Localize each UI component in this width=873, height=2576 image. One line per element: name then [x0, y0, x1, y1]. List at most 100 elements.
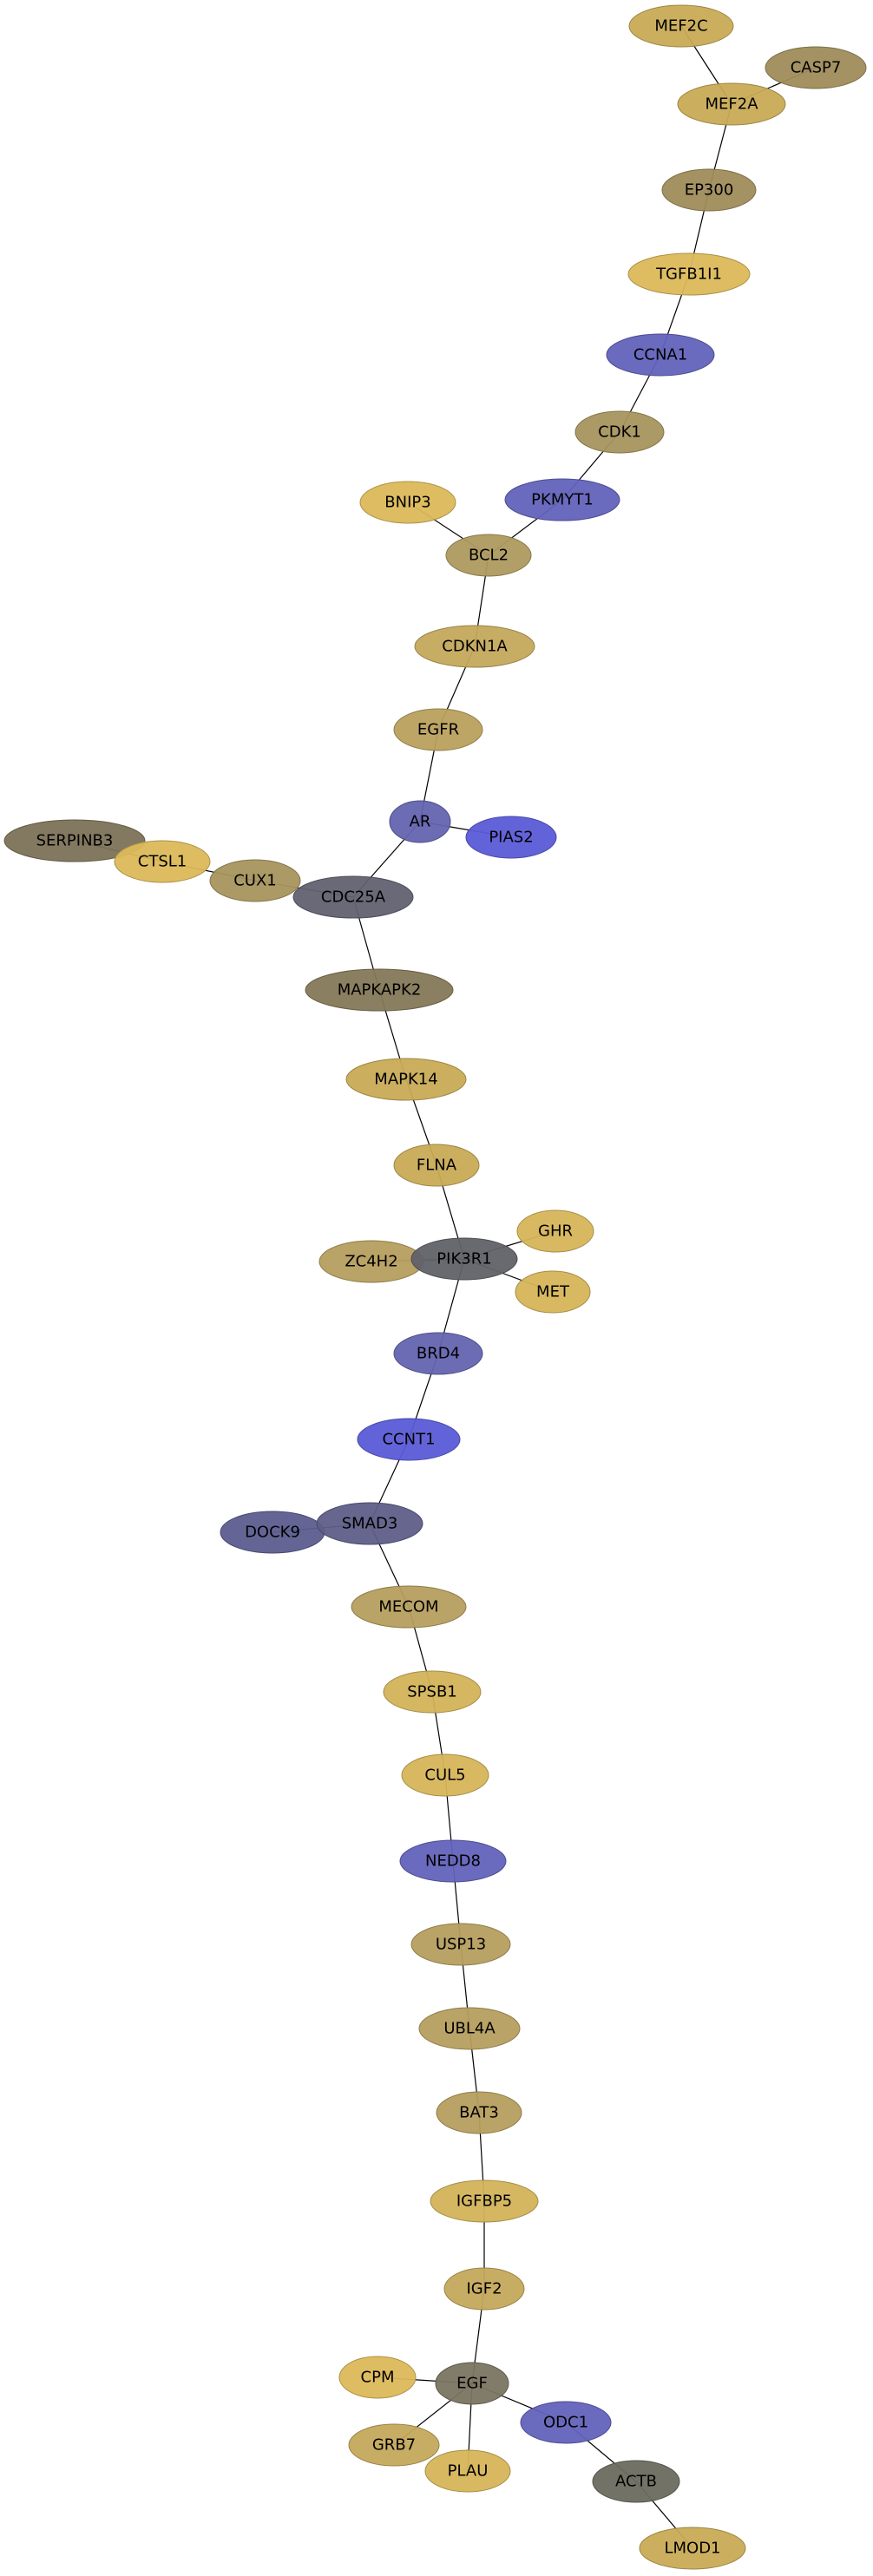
node-label-actb: ACTB [615, 2473, 657, 2491]
node-ccna1[interactable]: CCNA1 [606, 333, 715, 377]
node-shape-igfbp5 [430, 2179, 539, 2223]
node-shape-ctsl1 [114, 840, 211, 883]
node-label-usp13: USP13 [436, 1936, 486, 1954]
node-cul5[interactable]: CUL5 [401, 1753, 489, 1797]
node-dock9[interactable]: DOCK9 [220, 1511, 325, 1554]
node-shape-spsb1 [383, 1670, 482, 1714]
node-bat3[interactable]: BAT3 [436, 2091, 522, 2134]
node-casp7[interactable]: CASP7 [765, 46, 867, 89]
node-usp13[interactable]: USP13 [410, 1923, 511, 1966]
node-shape-met [515, 1270, 591, 1314]
node-shape-mef2c [628, 4, 734, 48]
node-shape-smad3 [316, 1502, 423, 1545]
node-shape-flna [393, 1144, 480, 1187]
node-label-pik3r1: PIK3R1 [436, 1250, 491, 1268]
node-shape-cpm [338, 2356, 417, 2399]
node-egf[interactable]: EGF [435, 2362, 509, 2405]
node-bcl2[interactable]: BCL2 [445, 534, 532, 577]
node-igfbp5[interactable]: IGFBP5 [430, 2179, 539, 2223]
node-label-cux1: CUX1 [233, 872, 277, 890]
node-label-pias2: PIAS2 [489, 829, 533, 847]
node-zc4h2[interactable]: ZC4H2 [318, 1240, 424, 1283]
node-serpinb3[interactable]: SERPINB3 [3, 819, 146, 862]
node-label-cdkn1a: CDKN1A [442, 638, 508, 656]
node-smad3[interactable]: SMAD3 [316, 1502, 423, 1545]
node-met[interactable]: MET [515, 1270, 591, 1314]
node-shape-cdk1 [574, 410, 665, 454]
node-label-met: MET [536, 1283, 570, 1301]
node-label-igf2: IGF2 [466, 2280, 502, 2298]
node-pkmyt1[interactable]: PKMYT1 [504, 478, 620, 521]
node-bnip3[interactable]: BNIP3 [359, 481, 456, 524]
node-flna[interactable]: FLNA [393, 1144, 480, 1187]
node-shape-pik3r1 [410, 1237, 518, 1281]
node-lmod1[interactable]: LMOD1 [639, 2527, 746, 2570]
node-grb7[interactable]: GRB7 [348, 2423, 440, 2467]
node-ep300[interactable]: EP300 [661, 168, 757, 212]
node-label-nedd8: NEDD8 [425, 1852, 481, 1871]
node-shape-mecom [351, 1585, 467, 1629]
node-shape-ar [389, 800, 451, 843]
node-egfr[interactable]: EGFR [393, 708, 483, 751]
node-cdk1[interactable]: CDK1 [574, 410, 665, 454]
node-label-tgfb1i1: TGFB1I1 [655, 265, 722, 284]
node-pias2[interactable]: PIAS2 [465, 816, 557, 859]
node-label-ccna1: CCNA1 [633, 346, 687, 364]
node-igf2[interactable]: IGF2 [443, 2267, 525, 2311]
node-label-mef2a: MEF2A [705, 95, 758, 114]
node-nedd8[interactable]: NEDD8 [399, 1839, 507, 1883]
node-cux1[interactable]: CUX1 [209, 859, 301, 902]
node-shape-brd4 [393, 1332, 483, 1375]
node-mapkapk2[interactable]: MAPKAPK2 [305, 968, 454, 1012]
node-actb[interactable]: ACTB [592, 2460, 680, 2503]
node-shape-nedd8 [399, 1839, 507, 1883]
node-spsb1[interactable]: SPSB1 [383, 1670, 482, 1714]
node-shape-bat3 [436, 2091, 522, 2134]
node-ccnt1[interactable]: CCNT1 [357, 1418, 461, 1461]
node-label-lmod1: LMOD1 [664, 2540, 720, 2558]
node-label-casp7: CASP7 [791, 59, 842, 77]
node-ctsl1[interactable]: CTSL1 [114, 840, 211, 883]
node-label-pkmyt1: PKMYT1 [531, 491, 594, 509]
node-ubl4a[interactable]: UBL4A [418, 2007, 521, 2050]
node-shape-ccna1 [606, 333, 715, 377]
node-shape-plau [424, 2449, 511, 2493]
node-mef2c[interactable]: MEF2C [628, 4, 734, 48]
node-shape-cdc25a [292, 875, 414, 919]
node-label-serpinb3: SERPINB3 [36, 832, 114, 850]
node-label-cdc25a: CDC25A [321, 888, 386, 907]
node-label-cul5: CUL5 [424, 1766, 465, 1785]
node-pik3r1[interactable]: PIK3R1 [410, 1237, 518, 1281]
node-mapk14[interactable]: MAPK14 [345, 1058, 467, 1101]
node-label-dock9: DOCK9 [245, 1524, 300, 1542]
node-cdkn1a[interactable]: CDKN1A [414, 625, 535, 668]
node-label-ar: AR [410, 813, 431, 831]
node-mecom[interactable]: MECOM [351, 1585, 467, 1629]
node-shape-mapk14 [345, 1058, 467, 1101]
node-plau[interactable]: PLAU [424, 2449, 511, 2493]
node-shape-bcl2 [445, 534, 532, 577]
node-label-cdk1: CDK1 [598, 423, 641, 442]
node-label-mef2c: MEF2C [654, 17, 707, 36]
node-shape-usp13 [410, 1923, 511, 1966]
node-label-ubl4a: UBL4A [443, 2020, 496, 2038]
node-shape-igf2 [443, 2267, 525, 2311]
node-shape-cux1 [209, 859, 301, 902]
node-tgfb1i1[interactable]: TGFB1I1 [627, 252, 751, 296]
node-shape-odc1 [520, 2401, 612, 2444]
node-odc1[interactable]: ODC1 [520, 2401, 612, 2444]
node-shape-egfr [393, 708, 483, 751]
node-cpm[interactable]: CPM [338, 2356, 417, 2399]
node-label-mapkapk2: MAPKAPK2 [338, 981, 422, 1000]
node-ar[interactable]: AR [389, 800, 451, 843]
node-shape-grb7 [348, 2423, 440, 2467]
node-cdc25a[interactable]: CDC25A [292, 875, 414, 919]
node-brd4[interactable]: BRD4 [393, 1332, 483, 1375]
node-label-zc4h2: ZC4H2 [345, 1253, 397, 1271]
node-shape-ghr [516, 1209, 594, 1253]
node-ghr[interactable]: GHR [516, 1209, 594, 1253]
node-label-bnip3: BNIP3 [384, 494, 430, 512]
node-mef2a[interactable]: MEF2A [677, 82, 786, 126]
